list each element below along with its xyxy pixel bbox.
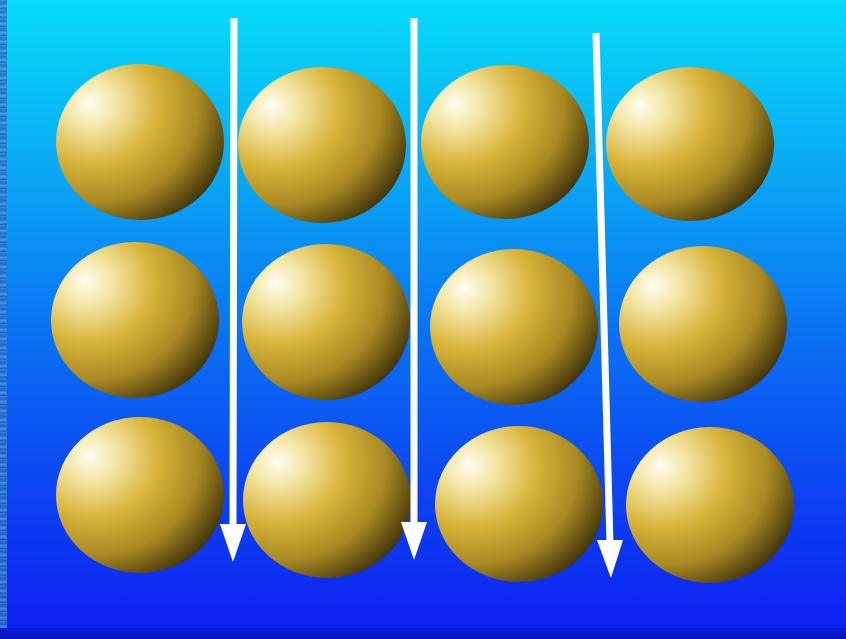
sphere-r3-c2 — [243, 422, 411, 578]
sphere-r1-c4 — [606, 67, 774, 221]
arrow-shaft-3 — [596, 33, 610, 544]
sphere-r2-c2 — [242, 244, 410, 400]
down-arrow-1 — [220, 18, 246, 562]
sphere-grid — [51, 64, 794, 583]
arrow-head-1 — [220, 524, 246, 562]
arrow-head-2 — [401, 522, 427, 560]
arrow-head-3 — [597, 540, 623, 578]
sphere-r1-c2 — [238, 67, 406, 223]
sphere-r2-c3 — [430, 249, 598, 405]
sphere-r3-c3 — [435, 426, 603, 582]
sphere-r1-c3 — [421, 65, 589, 219]
sphere-r3-c1 — [56, 417, 224, 573]
arrow-shaft-1 — [233, 18, 234, 528]
sphere-r2-c4 — [619, 246, 787, 402]
sphere-r3-c4 — [626, 427, 794, 583]
sphere-r1-c1 — [56, 64, 224, 220]
sphere-r2-c1 — [51, 242, 219, 398]
